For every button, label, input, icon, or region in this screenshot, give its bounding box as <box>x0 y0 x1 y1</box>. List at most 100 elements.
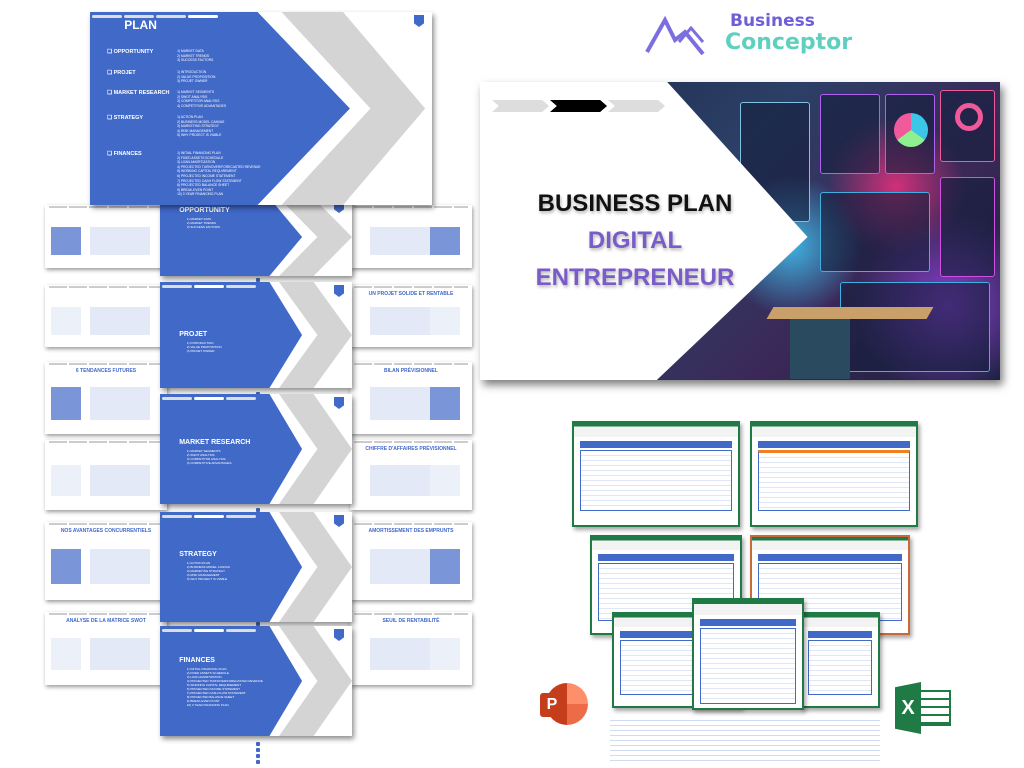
excel-letter: X <box>895 682 921 734</box>
slide-content-block <box>370 464 430 496</box>
slide-progress-bar <box>49 286 163 288</box>
slide-progress <box>92 15 218 18</box>
plan-section-label: OPPORTUNITY <box>113 49 154 55</box>
slide-content-block <box>51 227 81 256</box>
plan-item: 4) PROJECTED TURNOVER/FORECASTED REVENUE <box>177 164 261 169</box>
section-title: OPPORTUNITY <box>179 207 230 214</box>
slide-progress <box>162 515 256 518</box>
plan-section-label: FINANCES <box>113 151 142 157</box>
plan-item: 6) PROJECTED INCOME STATEMENT <box>177 173 236 178</box>
logo-line1: Business <box>730 11 815 31</box>
slide-title: 6 TENDANCES FUTURES <box>75 368 137 374</box>
section-item: 1) MARKET SEGMENTS <box>186 449 221 453</box>
section-item: 2) VALUE PROPOSITION <box>186 345 222 349</box>
plan-item: 3) MARKETING STRATEGY <box>177 124 219 129</box>
section-item: 3) MARKETING STRATEGY <box>186 569 225 573</box>
slide-content-block <box>51 464 81 496</box>
section-item: 2) FIXED ASSETS SCHEDULE <box>186 671 229 675</box>
spreadsheet-preview <box>572 421 740 527</box>
slide-content-block <box>370 387 430 420</box>
powerpoint-icon: P <box>540 683 588 729</box>
slide-progress-bar <box>354 613 468 615</box>
slide-progress-bar <box>49 441 163 443</box>
shield-icon <box>334 629 344 641</box>
slide-progress <box>162 397 256 400</box>
plan-section-name: ❏ PROJET <box>107 70 177 84</box>
connector-dot <box>256 508 260 512</box>
connector-dot <box>256 760 260 764</box>
connector-dot <box>256 754 260 758</box>
plan-item: 4) COMPETITIVE ADVANTAGES <box>177 103 227 108</box>
progress-chevron-3 <box>608 100 665 112</box>
background-slide-left: NOS AVANTAGES CONCURRENTIELS <box>45 522 167 600</box>
plan-item: 3) SUCCESS FACTORS <box>177 58 214 63</box>
section-item: 7) PROJECTED CASH FLOW STATEMENT <box>186 691 246 695</box>
background-slide-right: UN PROJET SOLIDE ET RENTABLE <box>350 285 472 347</box>
logo-line2: Conceptor <box>725 30 853 55</box>
checkbox-bullet-icon: ❏ <box>107 70 114 76</box>
section-item: 4) COMPETITIVE ADVANTAGES <box>186 461 232 465</box>
slide-progress-bar <box>354 206 468 208</box>
background-slide-left: ANALYSE DE LA MATRICE SWOT <box>45 612 167 685</box>
plan-item: 3) PROJET OWNER <box>177 79 208 84</box>
plan-item: 3) COMPETITOR ANALYSIS <box>177 99 220 104</box>
section-item: 3) COMPETITOR ANALYSIS <box>186 457 226 461</box>
shield-icon <box>334 397 344 409</box>
slide-progress <box>162 285 256 288</box>
shield-icon <box>414 15 424 27</box>
section-item: 3) LOAN AMORTIZATION <box>186 675 222 679</box>
section-item: 5) WORKING CAPITAL REQUIREMENT <box>186 683 242 687</box>
chevron-blue <box>160 198 303 276</box>
section-item: 1) MARKET DATA <box>186 217 212 221</box>
shield-icon <box>334 515 344 527</box>
section-item: 5) WHY PROJECT IS VIABLE <box>186 577 228 581</box>
plan-item: 1) ACTION PLAN <box>177 115 203 119</box>
slide-title: NOS AVANTAGES CONCURRENTIELS <box>60 528 152 534</box>
background-slide-right: BILAN PRÉVISIONNEL <box>350 362 472 434</box>
slide-title: BILAN PRÉVISIONNEL <box>384 368 438 374</box>
hero-subtitle-line2: ENTREPRENEUR <box>535 264 735 291</box>
background-slide-left <box>45 205 167 268</box>
section-title: STRATEGY <box>179 551 217 558</box>
spreadsheet-preview <box>750 421 918 527</box>
checkbox-bullet-icon: ❏ <box>107 115 114 121</box>
plan-item: 2) BUSINESS MODEL CANVAS <box>177 119 225 124</box>
slide-content-block <box>370 306 430 335</box>
section-item: 8) PROJECTED BALANCE SHEET <box>186 695 235 699</box>
spreadsheet-preview <box>692 598 804 710</box>
section-title: PROJET <box>179 331 208 338</box>
slide-progress <box>162 629 256 632</box>
section-item: 4) RISK MANAGEMENT <box>186 573 220 577</box>
section-title: MARKET RESEARCH <box>179 439 251 446</box>
slide-progress-bar <box>49 363 163 365</box>
plan-section-name: ❏ OPPORTUNITY <box>107 49 177 63</box>
background-slide-right: CHIFFRE D'AFFAIRES PRÉVISIONNEL <box>350 440 472 510</box>
slide-progress-bar <box>49 613 163 615</box>
shield-icon <box>334 201 344 213</box>
section-item: 3) SUCCESS FACTORS <box>186 225 220 229</box>
slide-content-block <box>370 549 430 585</box>
background-slide-left <box>45 440 167 510</box>
plan-item: 4) RISK MANAGEMENT <box>177 128 214 133</box>
plan-item: 2) MARKET TRENDS <box>177 53 210 58</box>
section-item: 1) INITIAL FINANCING PLAN <box>186 667 227 671</box>
plan-section-name: ❏ MARKET RESEARCH <box>107 90 177 108</box>
plan-item: 5) WHY PROJECT IS VIABLE <box>177 133 222 138</box>
slide-content-block <box>90 306 150 335</box>
hero-title: BUSINESS PLAN <box>537 190 733 217</box>
chevron-blue <box>160 626 303 736</box>
connector-dot <box>256 742 260 746</box>
